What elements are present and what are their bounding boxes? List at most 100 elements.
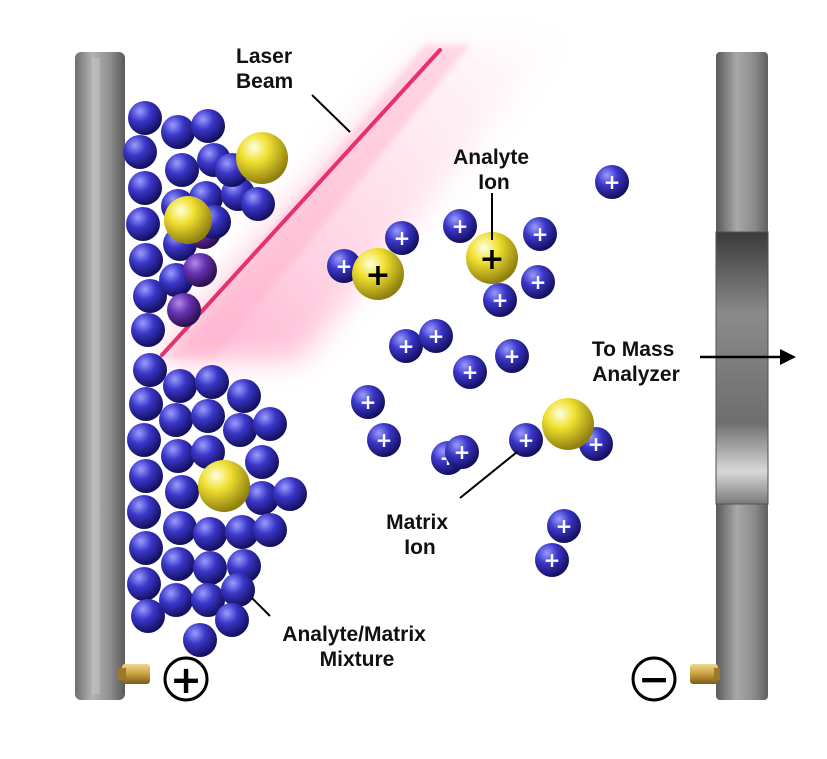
matrix-ion-label: Matrix Ion: [386, 511, 454, 559]
mixture-label-line1: Analyte/Matrix: [282, 623, 426, 646]
to-mass-analyzer-label-line2: Analyzer: [592, 363, 680, 386]
mixture-label: Analyte/Matrix Mixture: [282, 623, 431, 671]
matrix-molecule: [191, 435, 225, 469]
ion-charge-symbol: +: [394, 226, 411, 250]
laser-beam-label-line2: Beam: [236, 70, 293, 93]
matrix-molecule: [128, 101, 162, 135]
matrix-molecule: [191, 583, 225, 617]
matrix-ion: [495, 339, 529, 373]
ion-charge-symbol: +: [504, 344, 521, 368]
matrix-ion: [445, 435, 479, 469]
matrix-molecule: [127, 495, 161, 529]
matrix-molecule: [241, 187, 275, 221]
ion-charge-symbol: +: [452, 214, 469, 238]
left-electrode: [75, 52, 125, 700]
analyte-ion: [542, 398, 594, 450]
matrix-molecule: [215, 603, 249, 637]
laser-glow-core: [165, 45, 470, 358]
matrix-molecule: [165, 153, 199, 187]
matrix-molecule: [159, 583, 193, 617]
matrix-molecule: [163, 369, 197, 403]
matrix-molecule: [253, 513, 287, 547]
arrow-right-icon: [700, 349, 796, 365]
analyte-ion: [352, 248, 404, 300]
matrix-molecule: [159, 403, 193, 437]
analyte-matrix-mixture: [123, 101, 307, 657]
ion-charge-symbol: +: [530, 270, 547, 294]
matrix-ion: [419, 319, 453, 353]
matrix-molecule: [273, 477, 307, 511]
negative-terminal-icon: [631, 656, 677, 702]
matrix-molecule: [165, 475, 199, 509]
laser-pointer: [311, 94, 351, 133]
positive-terminal-icon: [163, 656, 209, 702]
matrix-ion: [453, 355, 487, 389]
matrix-ion: [521, 265, 555, 299]
matrix-molecule: [195, 365, 229, 399]
matrix-ion: [509, 423, 543, 457]
matrix-molecule: [167, 293, 201, 327]
ion-charge-symbol: +: [454, 440, 471, 464]
matrix-molecule: [161, 115, 195, 149]
matrix-molecule: [161, 439, 195, 473]
matrix-molecule: [221, 573, 255, 607]
matrix-molecule: [193, 551, 227, 585]
matrix-molecule: [163, 511, 197, 545]
matrix-molecule: [223, 413, 257, 447]
matrix-ion: [547, 509, 581, 543]
analyte-molecule: [164, 196, 212, 244]
ion-charge-symbol: +: [398, 334, 415, 358]
analyte-molecule: [198, 460, 250, 512]
mixture-pointer: [251, 597, 271, 617]
matrix-ion: [351, 385, 385, 419]
ion-charge-symbol: +: [532, 222, 549, 246]
matrix-ion: [523, 217, 557, 251]
matrix-molecule: [191, 399, 225, 433]
pointer-lines: [251, 94, 518, 617]
matrix-molecule: [183, 623, 217, 657]
matrix-molecule: [131, 599, 165, 633]
left-connector: [122, 664, 150, 684]
laser-beam-label-line1: Laser: [236, 45, 292, 68]
ion-charge-symbol: +: [365, 258, 390, 293]
matrix-ion-label-line2: Ion: [404, 536, 436, 559]
matrix-molecule: [126, 207, 160, 241]
matrix-molecule: [133, 279, 167, 313]
mixture-label-line2: Mixture: [320, 648, 395, 671]
matrix-molecule: [127, 567, 161, 601]
matrix-molecule: [161, 547, 195, 581]
negative-terminal-symbol: −: [638, 657, 670, 701]
ion-charge-symbol: +: [462, 360, 479, 384]
ion-charge-symbol: +: [376, 428, 393, 452]
ion-charge-symbol: +: [556, 514, 573, 538]
matrix-molecule: [245, 481, 279, 515]
ion-charge-symbol: +: [604, 170, 621, 194]
analyte-ion-label-line2: Ion: [478, 171, 510, 194]
matrix-ion: [483, 283, 517, 317]
analyte-ion: [466, 232, 518, 284]
ion-charge-symbol: +: [428, 324, 445, 348]
matrix-ion: [389, 329, 423, 363]
ion-cloud: +++++++++++++++++++++: [327, 165, 629, 577]
ion-charge-symbol: +: [588, 432, 605, 456]
matrix-molecule: [193, 517, 227, 551]
matrix-pointer: [459, 451, 518, 499]
matrix-molecule: [131, 313, 165, 347]
matrix-molecule: [129, 531, 163, 565]
to-mass-analyzer-label: To Mass Analyzer: [592, 338, 680, 386]
ion-charge-symbol: +: [479, 242, 504, 277]
matrix-molecule: [123, 135, 157, 169]
ion-charge-symbol: +: [360, 390, 377, 414]
analyte-ion-label: Analyte Ion: [453, 146, 535, 194]
laser-beam: [160, 40, 560, 360]
matrix-molecule: [245, 445, 279, 479]
matrix-molecule: [128, 171, 162, 205]
right-connector: [690, 664, 718, 684]
ion-charge-symbol: +: [492, 288, 509, 312]
positive-terminal: +: [118, 656, 209, 702]
extraction-slot: [716, 232, 768, 504]
matrix-molecule: [127, 423, 161, 457]
matrix-molecule: [129, 459, 163, 493]
matrix-ion: [443, 209, 477, 243]
